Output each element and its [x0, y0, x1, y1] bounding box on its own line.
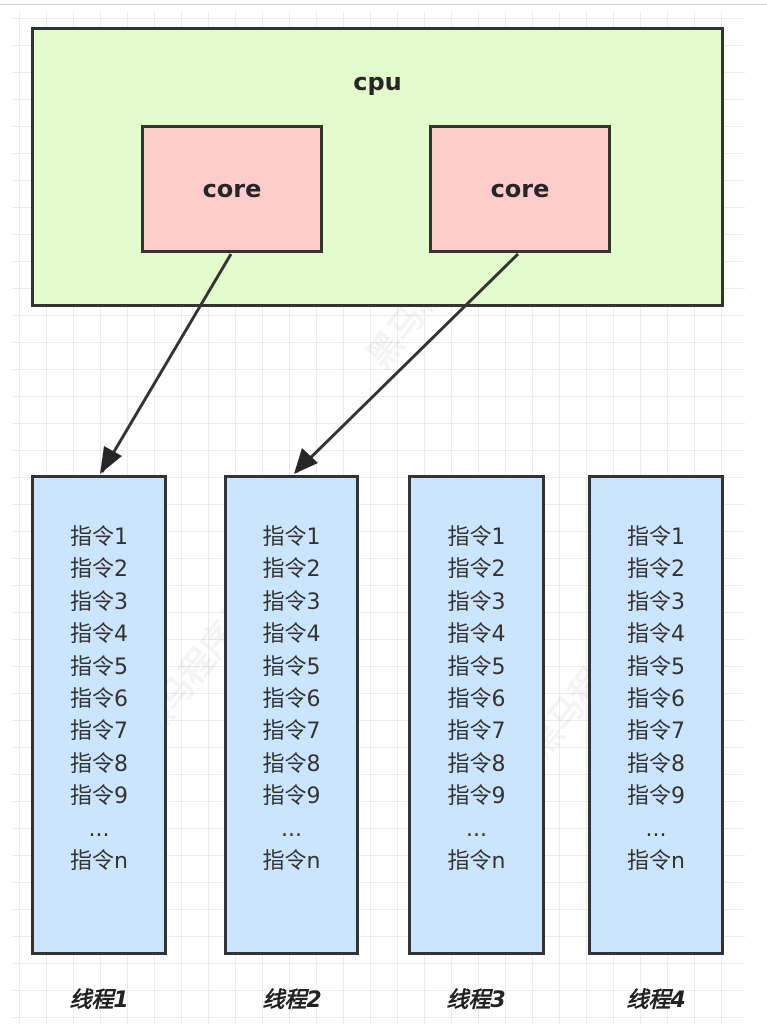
instruction-item: 指令5 — [627, 654, 685, 680]
thread-box-4: 指令1 指令2 指令3 指令4 指令5 指令6 指令7 指令8 指令9... 指令n — [588, 475, 724, 955]
instruction-item: 指令3 — [70, 589, 128, 615]
thread-box-1: 指令1 指令2 指令3 指令4 指令5 指令6 指令7 指令8 指令9... 指令n — [31, 475, 167, 955]
instruction-item: 指令3 — [447, 589, 506, 615]
instruction-item: 指令8 — [447, 751, 506, 777]
instruction-item: 指令7 — [70, 719, 128, 745]
instruction-item: 指令7 — [447, 719, 506, 745]
instruction-item: ... — [466, 816, 487, 842]
instruction-item: ... — [281, 816, 302, 842]
instruction-list: 指令1 指令2 指令3 指令4 指令5 指令6 指令7 指令8 指令9... 指令n — [591, 522, 721, 878]
instruction-item: 指令4 — [627, 622, 685, 648]
instruction-item: 指令9 — [447, 784, 506, 810]
instruction-item: 指令5 — [70, 654, 128, 680]
instruction-item: 指令9 — [70, 784, 128, 810]
instruction-item: 指令1 — [627, 525, 685, 550]
instruction-item: 指令1 — [262, 525, 321, 550]
thread-label-3: 线程3 — [446, 988, 506, 1013]
instruction-item: 指令8 — [627, 751, 685, 777]
instruction-item: 指令6 — [70, 687, 128, 713]
instruction-item: 指令9 — [262, 784, 321, 810]
core-box-1: core — [141, 125, 323, 253]
thread-box-3: 指令1 指令2 指令3 指令4 指令5 指令6 指令7 指令8 指令9... 指令n — [408, 475, 545, 955]
core-label: core — [490, 175, 550, 203]
instruction-item: 指令n — [262, 849, 321, 875]
instruction-item: 指令2 — [262, 557, 321, 583]
instruction-item: 指令7 — [627, 719, 685, 745]
cpu-box: cpu — [31, 27, 724, 307]
instruction-item: 指令6 — [627, 687, 685, 713]
top-divider — [0, 4, 767, 5]
instruction-item: 指令4 — [262, 622, 321, 648]
instruction-item: 指令4 — [70, 622, 128, 648]
instruction-item: 指令3 — [627, 589, 685, 615]
instruction-item: 指令8 — [262, 751, 321, 777]
instruction-item: 指令5 — [262, 654, 321, 680]
instruction-item: ... — [88, 816, 110, 842]
thread-label-1: 线程1 — [69, 988, 129, 1013]
instruction-item: 指令4 — [447, 622, 506, 648]
instruction-list: 指令1 指令2 指令3 指令4 指令5 指令6 指令7 指令8 指令9... 指令n — [411, 522, 542, 878]
instruction-item: 指令n — [447, 849, 506, 875]
instruction-list: 指令1 指令2 指令3 指令4 指令5 指令6 指令7 指令8 指令9... 指令n — [227, 522, 356, 878]
instruction-item: 指令2 — [627, 557, 685, 583]
instruction-item: 指令8 — [70, 751, 128, 777]
instruction-item: 指令6 — [262, 687, 321, 713]
thread-box-2: 指令1 指令2 指令3 指令4 指令5 指令6 指令7 指令8 指令9... 指令n — [224, 475, 359, 955]
core-box-2: core — [429, 125, 611, 253]
instruction-item: 指令6 — [447, 687, 506, 713]
core-label: core — [202, 175, 262, 203]
thread-label-2: 线程2 — [262, 988, 322, 1013]
instruction-item: ... — [645, 816, 667, 842]
instruction-item: 指令2 — [70, 557, 128, 583]
instruction-item: 指令n — [70, 849, 128, 875]
instruction-item: 指令n — [627, 849, 685, 875]
instruction-list: 指令1 指令2 指令3 指令4 指令5 指令6 指令7 指令8 指令9... 指令n — [34, 522, 164, 878]
thread-label-4: 线程4 — [626, 988, 686, 1013]
instruction-item: 指令2 — [447, 557, 506, 583]
instruction-item: 指令3 — [262, 589, 321, 615]
instruction-item: 指令1 — [70, 525, 128, 550]
instruction-item: 指令1 — [447, 525, 506, 550]
instruction-item: 指令9 — [627, 784, 685, 810]
cpu-label: cpu — [353, 68, 402, 96]
instruction-item: 指令5 — [447, 654, 506, 680]
instruction-item: 指令7 — [262, 719, 321, 745]
